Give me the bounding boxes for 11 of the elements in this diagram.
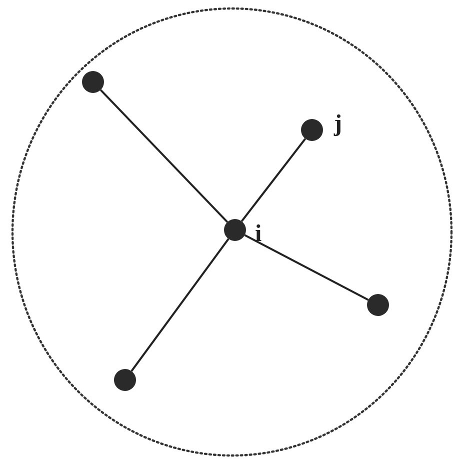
- dot: [367, 294, 389, 316]
- connector-line: [100, 89, 228, 223]
- dot: [114, 369, 136, 391]
- dot: [301, 119, 323, 141]
- connector-line: [240, 138, 306, 222]
- dot: [224, 219, 246, 241]
- connector-line: [244, 234, 369, 301]
- node-label: j: [334, 112, 342, 136]
- node-label: i: [255, 222, 262, 246]
- dot: [82, 71, 104, 93]
- connector-line: [130, 238, 230, 372]
